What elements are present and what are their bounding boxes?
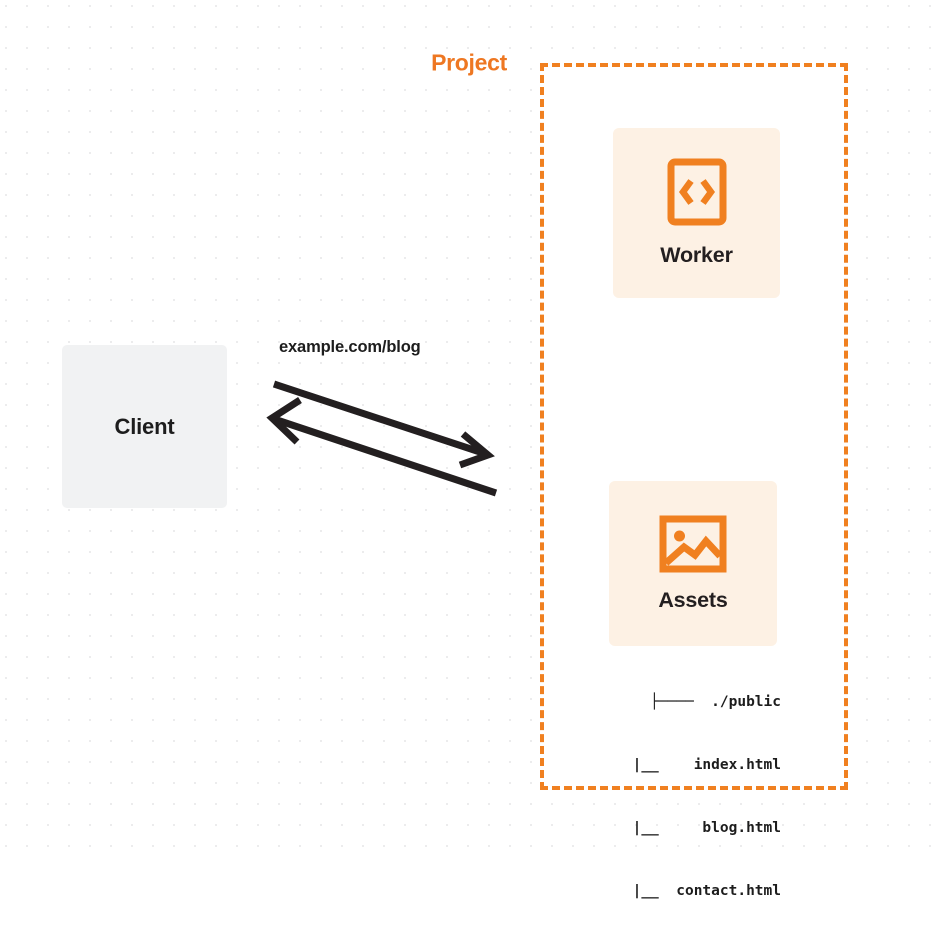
project-title: Project — [424, 49, 514, 77]
diagram-canvas: Client example.com/blog Project — [0, 0, 938, 899]
request-url-label: example.com/blog — [279, 338, 421, 356]
code-file-icon — [667, 158, 727, 226]
arrow-right-icon — [272, 380, 495, 469]
assets-card-label: Assets — [658, 587, 728, 612]
worker-card-label: Worker — [660, 243, 733, 267]
tree-row: |__ index.html — [597, 757, 781, 773]
tree-row: |__ contact.html — [597, 883, 781, 899]
connection-arrows — [255, 330, 515, 515]
asset-file-tree: ├──── ./public |__ index.html |__ blog.h… — [589, 650, 781, 944]
tree-row: |__ blog.html — [597, 820, 781, 836]
client-node-label: Client — [114, 413, 175, 439]
arrow-left-icon — [266, 397, 498, 497]
client-node[interactable]: Client — [62, 345, 227, 508]
image-icon — [659, 515, 727, 573]
tree-row: ├──── ./public — [650, 694, 781, 710]
worker-card[interactable]: Worker — [613, 128, 780, 298]
assets-card[interactable]: Assets — [609, 481, 777, 646]
